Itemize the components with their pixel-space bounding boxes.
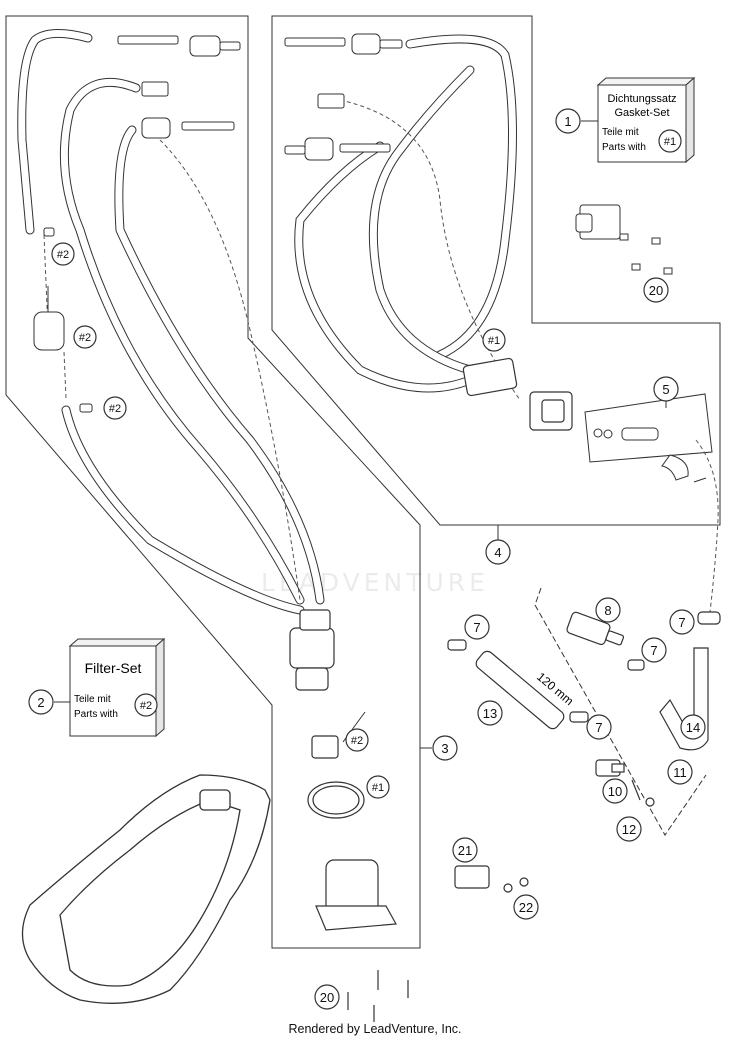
callout-12: 12	[622, 822, 636, 837]
ref-marker-2: #2	[79, 332, 91, 344]
plate-21	[454, 865, 490, 889]
gasket-set-title-en: Gasket-Set	[614, 107, 669, 119]
ref-marker-1: #1	[372, 782, 384, 794]
callout-7: 7	[650, 643, 657, 658]
filter-set-box: Filter-Set Teile mit Parts with	[68, 637, 166, 738]
hose-13	[475, 650, 565, 730]
group-4-outline	[271, 15, 721, 526]
flange-top-right	[575, 204, 673, 275]
ref-marker-circles	[51, 129, 682, 799]
connector-sleeve-mid-left	[141, 117, 235, 139]
connector-5-parts	[593, 427, 707, 483]
callout-1: 1	[564, 114, 571, 129]
ref-marker-2: #2	[57, 249, 69, 261]
footer-credit: Rendered by LeadVenture, Inc.	[288, 1022, 462, 1036]
callout-20: 20	[649, 283, 663, 298]
right-connectors	[284, 33, 403, 161]
ref-marker-2: #2	[109, 403, 121, 415]
gasket-set-line1: Teile mit	[602, 127, 639, 138]
callout-3: 3	[441, 741, 448, 756]
right-hose-assembly	[294, 34, 517, 393]
callout-7: 7	[473, 620, 480, 635]
callout-5: 5	[662, 382, 669, 397]
fuel-pump	[289, 609, 397, 931]
ref-marker-1: #1	[488, 335, 500, 347]
callout-circles	[28, 108, 706, 1010]
ref-marker-labels: #1 #1 #1 #2 #2 #2 #2 #2	[57, 136, 676, 794]
ref-marker-2: #2	[351, 735, 363, 747]
callout-2: 2	[37, 695, 44, 710]
callout-14: 14	[686, 720, 700, 735]
right-wiring-dash	[339, 99, 719, 613]
callout-8: 8	[604, 603, 611, 618]
filter-set-title: Filter-Set	[85, 660, 142, 676]
callout-4: 4	[494, 545, 501, 560]
ref-marker-1: #1	[664, 136, 676, 148]
filter-set-line1: Teile mit	[74, 694, 111, 705]
lower-right-parts	[347, 611, 721, 1022]
filter-set-line2: Parts with	[74, 709, 118, 720]
group-3-outline	[5, 15, 421, 949]
gasket-set-line2: Parts with	[602, 142, 646, 153]
callout-11: 11	[673, 765, 687, 780]
ref-marker-2: #2	[140, 700, 152, 712]
fuel-filter-body	[33, 311, 65, 351]
left-hose-assembly	[17, 29, 325, 615]
connector-sleeve-top-left	[189, 35, 241, 57]
group-subassembly-outline	[534, 587, 707, 836]
callout-10: 10	[608, 784, 622, 799]
gasket-set-title-de: Dichtungssatz	[607, 93, 676, 105]
flange-connector	[462, 357, 573, 431]
fuel-tank	[21, 774, 271, 1004]
callout-22: 22	[519, 900, 533, 915]
callout-7: 7	[678, 615, 685, 630]
injector-8	[566, 611, 625, 646]
left-connectors	[33, 35, 241, 413]
callout-numbers: 1 2 3 4 5 7 7 7 7 8 10 11 12 13 14 20 20…	[37, 114, 700, 1005]
callout-13: 13	[483, 706, 497, 721]
callout-20: 20	[320, 990, 334, 1005]
callout-21: 21	[458, 843, 472, 858]
callout-7: 7	[595, 720, 602, 735]
gasket-set-box: Dichtungssatz Gasket-Set Teile mit Parts…	[596, 76, 696, 164]
